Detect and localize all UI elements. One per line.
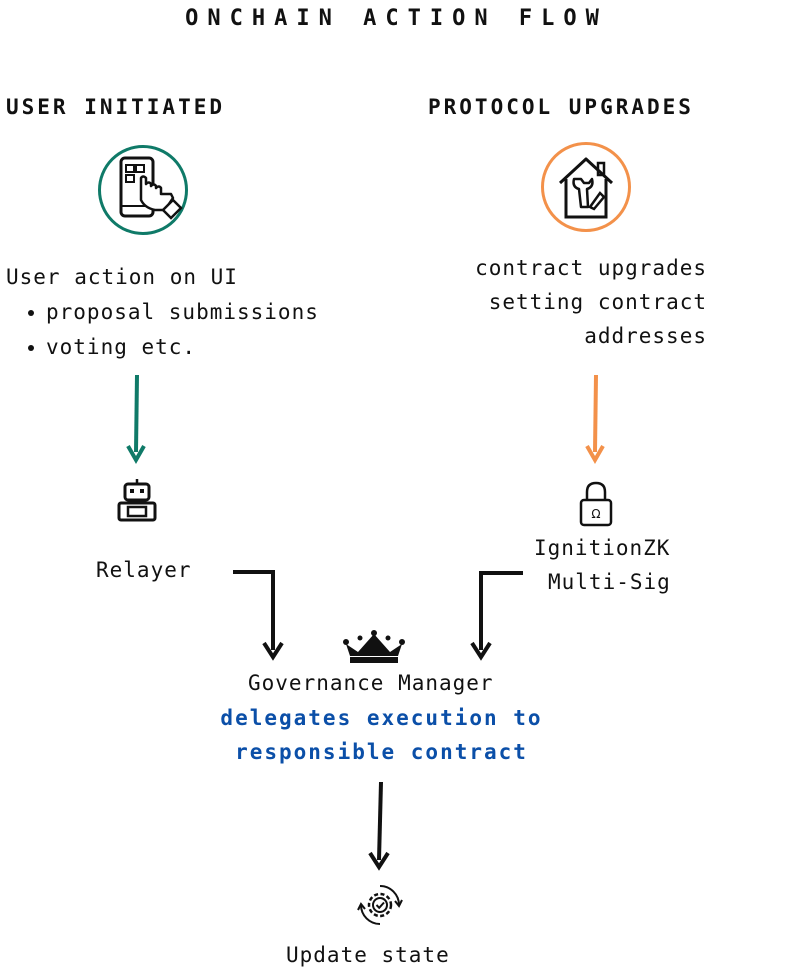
manager-to-update-arrow [368,781,390,871]
user-action-text: User action on UI [6,265,238,289]
relayer-label: Relayer [96,558,192,582]
right-down-arrow [585,374,605,465]
gear-check-icon [357,882,403,932]
user-initiated-heading: USER INITIATED [6,95,226,119]
multisig-line-2: Multi-Sig [548,570,671,594]
padlock-icon: Ω [578,480,614,532]
delegates-line-1: delegates execution to [220,706,543,730]
delegates-line-2: responsible contract [235,740,528,764]
house-wrench-icon [541,142,631,232]
multisig-line-1: IgnitionZK [534,536,671,560]
phone-tap-icon [98,145,188,235]
upgrade-line-3: addresses [584,324,707,348]
update-state-label: Update state [286,943,450,967]
relayer-to-manager-arrow [233,570,284,661]
user-action-list: proposal submissions voting etc. [24,295,319,365]
left-down-arrow [126,374,146,465]
svg-text:Ω: Ω [591,507,600,521]
upgrade-line-1: contract upgrades [475,256,707,280]
protocol-upgrades-heading: PROTOCOL UPGRADES [428,95,694,119]
list-item: proposal submissions [24,295,319,330]
robot-icon [115,478,159,526]
diagram-title: ONCHAIN ACTION FLOW [185,6,608,31]
list-item: voting etc. [24,330,319,365]
multisig-to-manager-arrow [470,571,523,661]
governance-manager-label: Governance Manager [248,671,494,695]
crown-icon [342,630,406,668]
upgrade-line-2: setting contract [488,290,707,314]
